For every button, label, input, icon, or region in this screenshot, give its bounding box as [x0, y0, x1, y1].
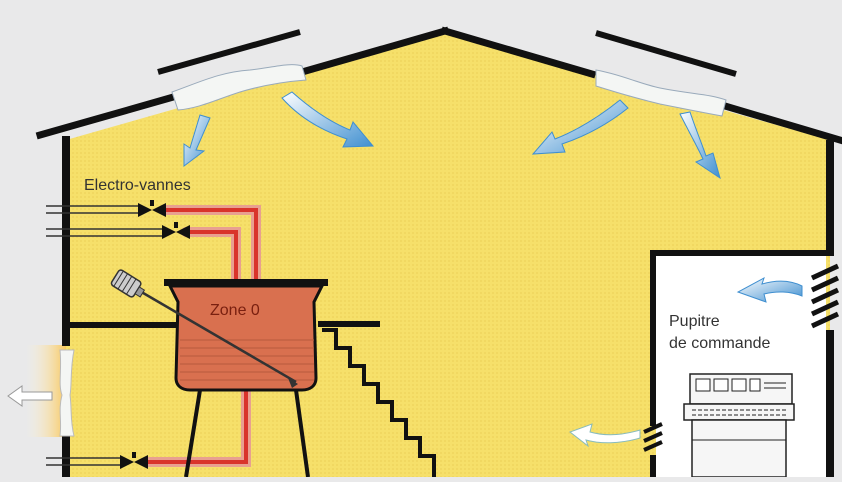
supply-lines [46, 205, 164, 466]
motor-icon [110, 269, 146, 298]
wall-vent-icon [59, 349, 75, 437]
pipes [143, 205, 261, 467]
valve-icon [162, 222, 190, 239]
roof-vent-cover-left [157, 29, 301, 75]
airflow-arrow-icon [7, 385, 53, 407]
roof [35, 26, 842, 145]
airflow-arrows-roof [183, 91, 721, 180]
airflow-arrow-icon [281, 91, 375, 148]
electrovannes-label: Electro-vannes [84, 177, 191, 194]
tank-legs [184, 389, 310, 478]
airflow-arrow-icon [736, 276, 803, 303]
roof-vent-cover-right [595, 30, 737, 77]
wall-grille-icon [810, 263, 840, 329]
roof-vent-icon [171, 64, 307, 111]
control-console-icon [683, 373, 795, 478]
airflow-arrow-icon [531, 99, 629, 155]
airflow-arrow-icon [679, 111, 721, 180]
outside-glow [26, 345, 66, 437]
tank [137, 279, 328, 392]
zone-label: Zone 0 [210, 302, 260, 319]
wall-grille-icon [643, 422, 663, 452]
airflow-arrow-icon [568, 423, 641, 448]
walls [62, 136, 834, 477]
valve-icon [120, 452, 148, 469]
airflow-arrow-icon [183, 114, 211, 167]
stairs [322, 328, 436, 477]
pupitre-label-line2: de commande [669, 335, 770, 352]
valve-icon [138, 200, 166, 217]
roof-vent-icon [595, 69, 727, 117]
pupitre-label-line1: Pupitre [669, 313, 720, 330]
